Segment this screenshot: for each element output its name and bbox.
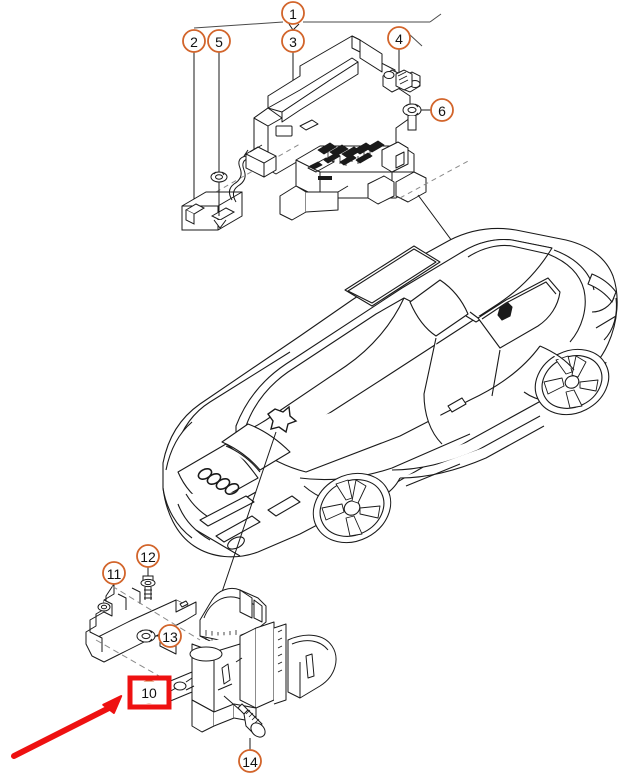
callout-12[interactable]: 12 (136, 544, 160, 568)
callout-2[interactable]: 2 (182, 29, 206, 53)
callout-4-label: 4 (395, 31, 403, 47)
part-12-bolt (140, 567, 156, 600)
callout-13-label: 13 (162, 629, 178, 645)
callout-14-label: 14 (242, 754, 258, 770)
callout-10-label: 10 (141, 685, 157, 701)
callout-3[interactable]: 3 (281, 29, 305, 53)
part-4-relay-bracket (382, 61, 421, 93)
callout-11-label: 11 (107, 566, 122, 582)
part-10-control-unit-assembly (167, 587, 337, 733)
red-pointer-arrow (11, 695, 123, 759)
callout-3-label: 3 (289, 34, 297, 50)
callout-1[interactable]: 1 (281, 1, 305, 25)
callout-11[interactable]: 11 (102, 561, 126, 585)
red-highlight-box (127, 675, 172, 710)
front-wheel (312, 472, 392, 544)
part-14-screw (223, 695, 266, 750)
callout-13[interactable]: 13 (158, 624, 182, 648)
hood-location-star (267, 405, 298, 434)
rear-window-location-tag (497, 302, 513, 321)
leader-star-to-bottom-assembly (221, 431, 277, 593)
part-6-nut (402, 103, 422, 131)
audi-a3-3door-body (162, 227, 618, 558)
audi-rings-logo (197, 468, 240, 495)
part-2-mounting-bracket (181, 182, 243, 231)
callout-1-label: 1 (289, 6, 297, 22)
callout-4[interactable]: 4 (387, 26, 411, 50)
callout-6-label: 6 (438, 103, 446, 119)
callout-group[interactable]: 1 2 5 3 4 (102, 1, 454, 773)
callout-10-highlighted[interactable]: 10 (127, 675, 172, 710)
part-3-connector-block (245, 144, 277, 178)
part-13-nut (136, 629, 156, 643)
part-3-wiring-harness (228, 149, 251, 203)
callout-2-label: 2 (190, 34, 198, 50)
callout-10-plate (133, 681, 166, 704)
fuse-relay-carrier-assembly (215, 35, 471, 221)
callout-14[interactable]: 14 (238, 749, 262, 773)
callout-6[interactable]: 6 (430, 98, 454, 122)
callout-5[interactable]: 5 (207, 29, 231, 53)
callout-12-label: 12 (140, 549, 156, 565)
part-11-bracket (85, 583, 197, 663)
rear-wheel (534, 348, 610, 416)
callout-5-label: 5 (215, 34, 223, 50)
part-5-washer (210, 171, 228, 183)
